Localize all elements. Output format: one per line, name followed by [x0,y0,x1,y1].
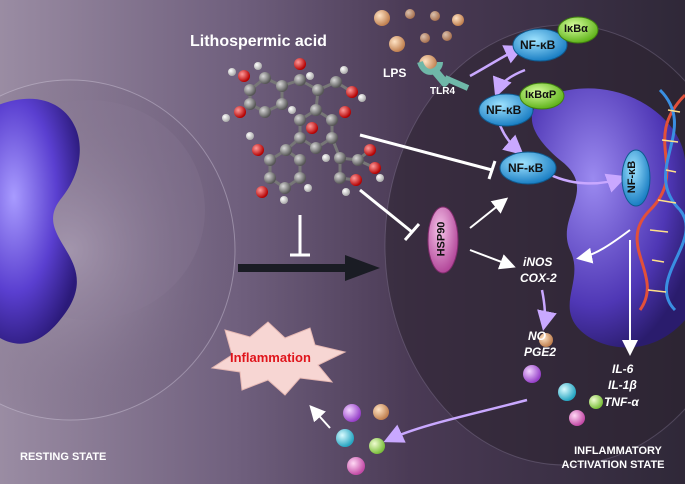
nfkb-label-3: NF-κB [508,161,544,175]
nfkb-free [499,151,557,185]
activation-state-label-1: INFLAMMATORY [574,445,662,457]
resting-state-label: RESTING STATE [20,451,107,463]
transition-arrow [238,255,380,281]
inhibition-lines [290,133,497,257]
pge2-label: PGE2 [524,345,557,359]
tnfa-label: TNF-α [604,395,639,409]
resting-nucleus [0,98,80,344]
cytokine-particles [336,333,603,475]
dna-helix-icon [635,88,685,312]
il1b-label: IL-1β [608,378,637,392]
ikbap-label: IκBαP [525,89,557,101]
nfkb-label-4: NF-κB [626,160,639,194]
lithospermic-acid-molecule-icon [222,58,384,204]
hsp90-label: HSP90 [435,221,448,257]
no-label: NO [528,329,546,343]
nfkb-ikbap-complex [478,82,565,127]
activation-state-label-2: ACTIVATION STATE [561,459,665,471]
tlr4-receptor-icon [417,60,470,91]
tlr4-label: TLR4 [430,86,455,97]
il6-label: IL-6 [612,362,634,376]
ikba-label: IκBα [564,23,588,35]
lps-particles [374,9,464,73]
inhibit-nfkb-line [359,133,493,172]
inos-label: iNOS [523,255,553,269]
nfkb-ikba-complex [512,16,599,62]
nfkb-label-2: NF-κB [486,103,522,117]
compound-title: Lithospermic acid [190,33,327,50]
nfkb-nuclear [621,149,651,207]
signal-arrows [309,197,638,429]
resting-cell [0,79,236,421]
inflammation-label: Inflammation [230,350,311,365]
nfkb-label-1: NF-κB [520,38,556,52]
inhibit-hsp90-line [359,188,413,234]
inflammation-burst [210,321,347,396]
lps-label: LPS [383,66,407,80]
cox2-label: COX-2 [520,271,557,285]
hsp90-protein [427,206,459,274]
